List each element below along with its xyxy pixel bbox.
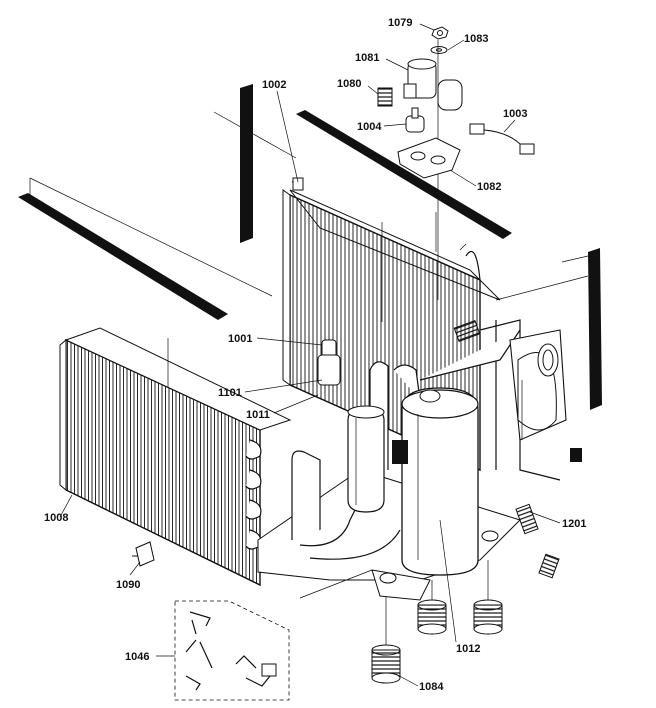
ref-line (495, 275, 589, 301)
foot-1 (417, 599, 447, 635)
foot-3 (371, 644, 401, 684)
grommet-1201b (538, 553, 560, 579)
ref-line (561, 255, 589, 263)
spring-1080 (377, 87, 393, 107)
foot-2 (473, 599, 503, 635)
label-1101: 1101 (218, 387, 242, 399)
seal-strip-top (296, 110, 512, 239)
label-1003: 1003 (503, 108, 527, 120)
label-1090: 1090 (116, 579, 140, 591)
nut-1079 (431, 26, 449, 40)
label-1002: 1002 (262, 79, 286, 91)
label-1004: 1004 (357, 121, 382, 133)
label-1080: 1080 (337, 78, 361, 90)
seal-strip-vertical (240, 84, 253, 243)
label-1046: 1046 (125, 651, 149, 663)
capacitor-1001 (317, 339, 341, 386)
leader-lines (59, 23, 561, 687)
ref-line (213, 111, 297, 159)
label-1084: 1084 (419, 681, 444, 693)
label-1008: 1008 (44, 512, 68, 524)
wire-kit-1046 (174, 600, 290, 701)
shroud-right (509, 329, 567, 441)
seal-strip-left (18, 193, 228, 320)
label-1011: 1011 (246, 409, 270, 421)
label-1081: 1081 (355, 52, 379, 64)
front-coil (59, 327, 292, 587)
part-1004 (405, 107, 425, 133)
label-1012: 1012 (456, 643, 480, 655)
wire-harness-1003 (469, 123, 535, 155)
part-labels: 1079 1083 1081 1080 1002 1004 1003 1082 … (44, 17, 586, 693)
label-1079: 1079 (388, 17, 412, 29)
clip-1090 (132, 541, 155, 567)
label-1083: 1083 (464, 33, 488, 45)
small-plug (570, 448, 582, 462)
coil-spring-part (453, 320, 481, 342)
seal-strip-right (588, 248, 602, 410)
ref-line (29, 177, 273, 297)
grommet-1201 (515, 503, 539, 535)
compressor (401, 387, 479, 576)
bracket-1082 (397, 137, 461, 179)
motor-1081 (403, 58, 463, 111)
washer-1083 (430, 46, 448, 54)
label-1201: 1201 (562, 518, 586, 530)
label-1001: 1001 (228, 333, 252, 345)
label-1082: 1082 (477, 181, 501, 193)
accumulator (347, 405, 408, 513)
